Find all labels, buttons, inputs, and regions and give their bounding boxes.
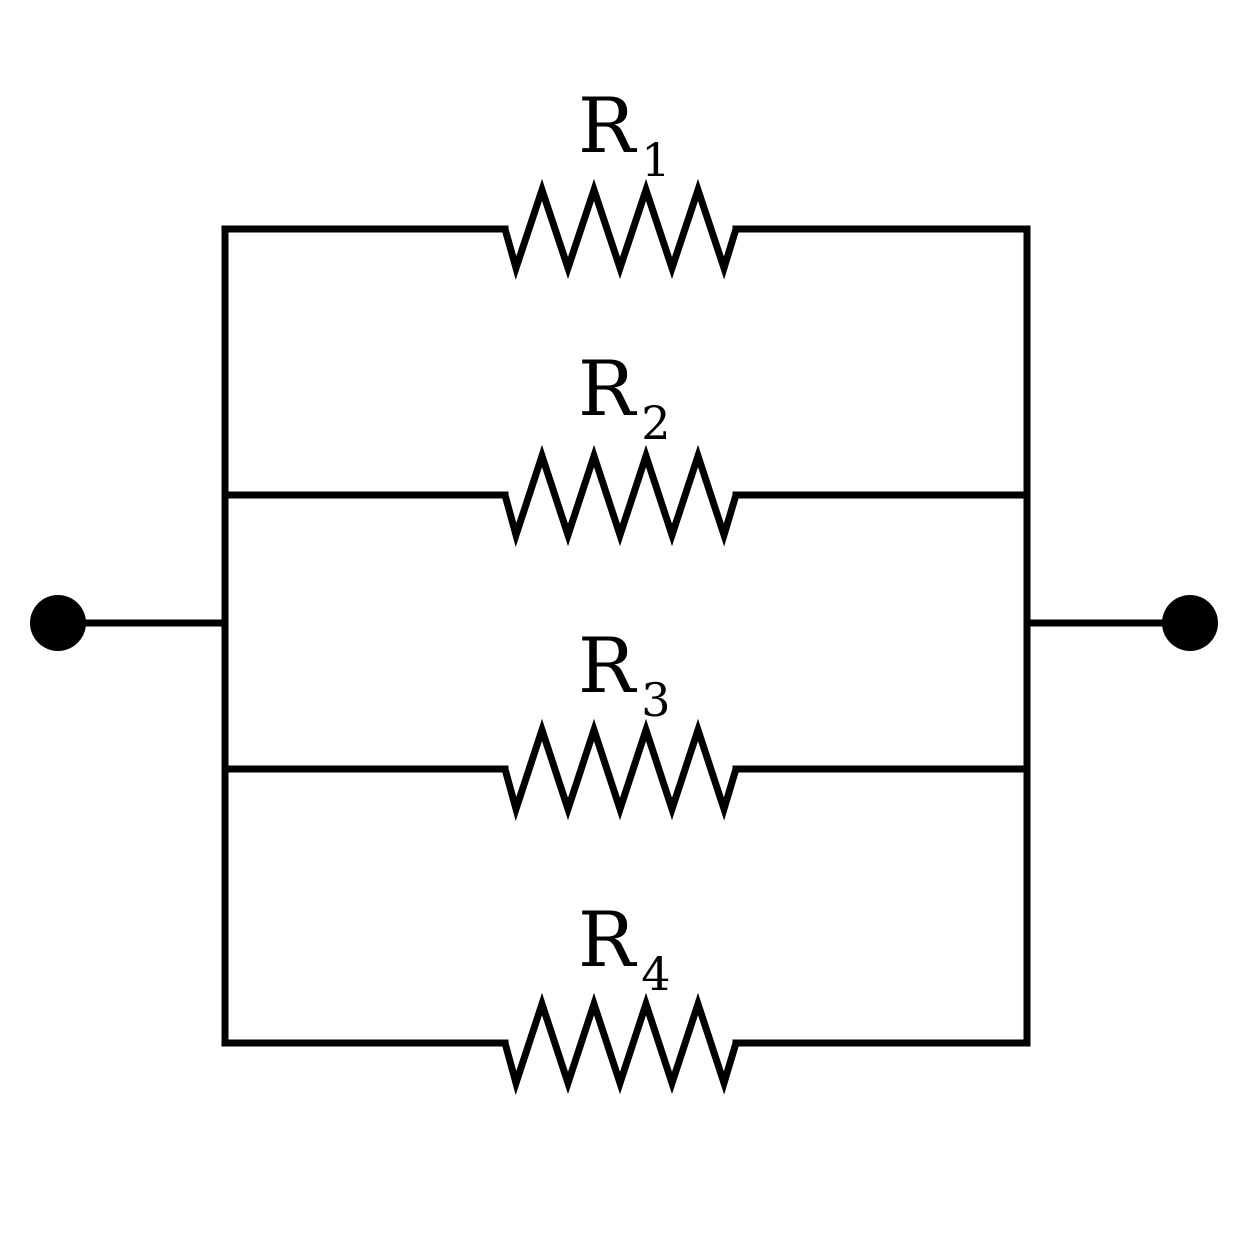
resistor-r1-symbol: R (578, 81, 638, 170)
resistor-r1-subscript: 1 (641, 133, 670, 187)
resistor-r3-subscript: 3 (641, 673, 670, 727)
resistor-r2-zigzag (501, 444, 740, 548)
resistor-r2-subscript: 2 (641, 396, 670, 450)
resistor-r1-zigzag (501, 178, 740, 280)
resistor-r4-symbol: R (578, 895, 638, 984)
resistor-r2-symbol: R (578, 344, 638, 433)
resistor-r4-zigzag (501, 992, 740, 1096)
resistor-r4-subscript: 4 (641, 947, 670, 1001)
resistor-r3-zigzag (501, 718, 740, 822)
resistor-r3-symbol: R (578, 621, 638, 710)
